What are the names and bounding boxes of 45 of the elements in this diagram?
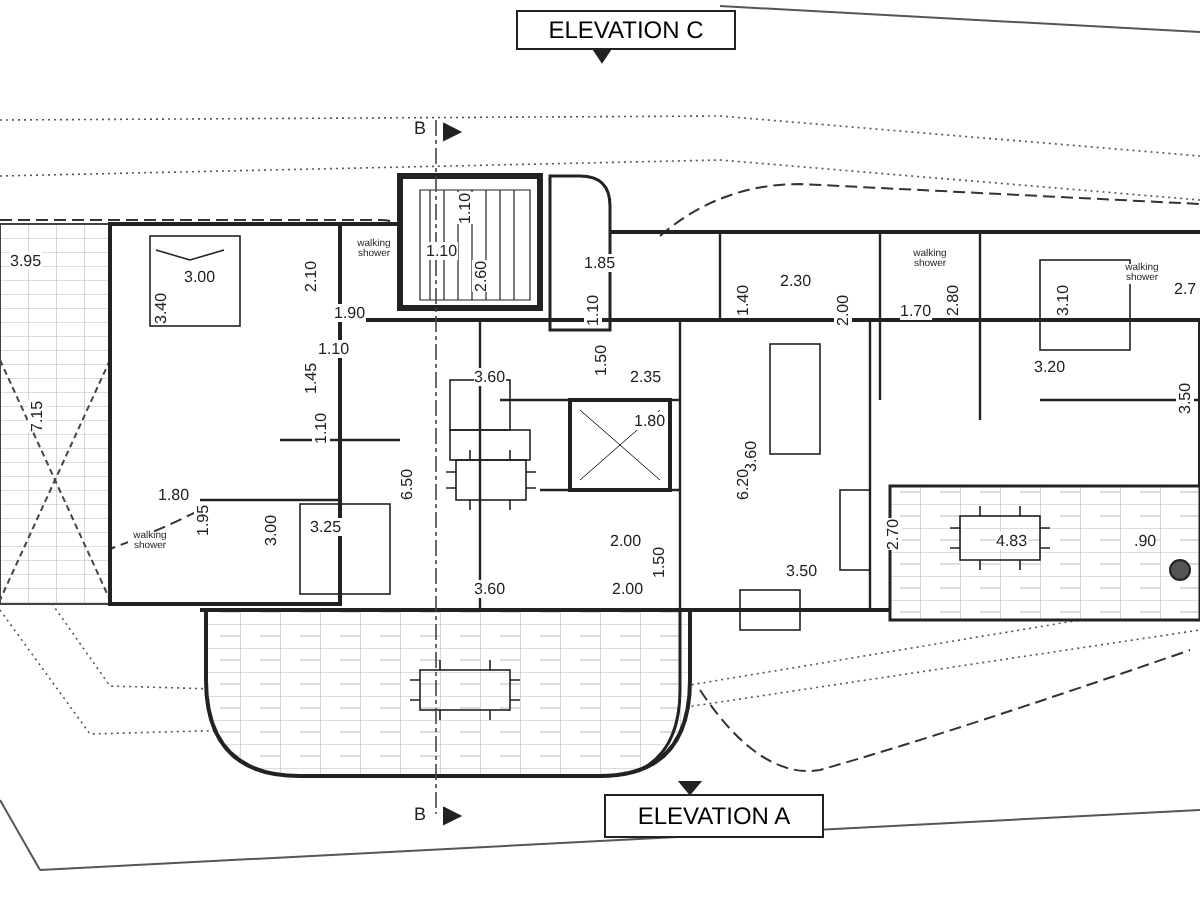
dimension-label: 7.15 [28,400,46,432]
dimension-label: 1.80 [634,412,666,430]
dimension-label: 1.50 [650,546,668,578]
dimension-label: 3.60 [474,580,506,598]
dimension-label: 3.00 [262,514,280,546]
dimension-label: 2.60 [472,260,490,292]
dimension-label: 2.00 [834,294,852,326]
dimension-label: 3.60 [474,368,506,386]
dimension-label: 1.45 [302,362,320,394]
dimension-label: 2.00 [612,580,644,598]
dimension-label: 1.95 [194,504,212,536]
dimension-label: 2.35 [630,368,662,386]
dimension-label: 3.20 [1034,358,1066,376]
dimension-label: 6.20 [734,468,752,500]
dimension-label: 1.80 [158,486,190,504]
dimension-label: 2.7 [1174,280,1197,298]
dimension-label: 3.00 [184,268,216,286]
dimension-label: 3.40 [152,292,170,324]
section-mark: B [414,806,427,824]
dimension-label: 4.83 [996,532,1028,550]
dimension-label: 1.40 [734,284,752,316]
elevation-tag: ELEVATION A [604,794,824,838]
dimension-label: 1.10 [318,340,350,358]
dimension-label: 3.10 [1054,284,1072,316]
dimension-label: 1.10 [456,192,474,224]
elevation-tag: ELEVATION C [516,10,736,50]
dimension-label: 3.95 [10,252,42,270]
dimension-label: 1.10 [584,294,602,326]
dimension-label: 1.10 [312,412,330,444]
dimension-label: 2.10 [302,260,320,292]
dimension-label: 1.70 [900,302,932,320]
dimension-label: 3.25 [310,518,342,536]
dimension-label: 3.50 [1176,382,1194,414]
dimension-label: 2.70 [884,518,902,550]
dimension-label: .90 [1134,532,1157,550]
dimension-label: 1.50 [592,344,610,376]
dimension-label: 1.10 [426,242,458,260]
section-mark: B [414,120,427,138]
dimension-label: 2.80 [944,284,962,316]
dimension-label: 1.90 [334,304,366,322]
dimension-label: 1.85 [584,254,616,272]
dimension-label: 3.50 [786,562,818,580]
dimension-label: 6.50 [398,468,416,500]
dimension-label: 2.00 [610,532,642,550]
dimension-label: 2.30 [780,272,812,290]
